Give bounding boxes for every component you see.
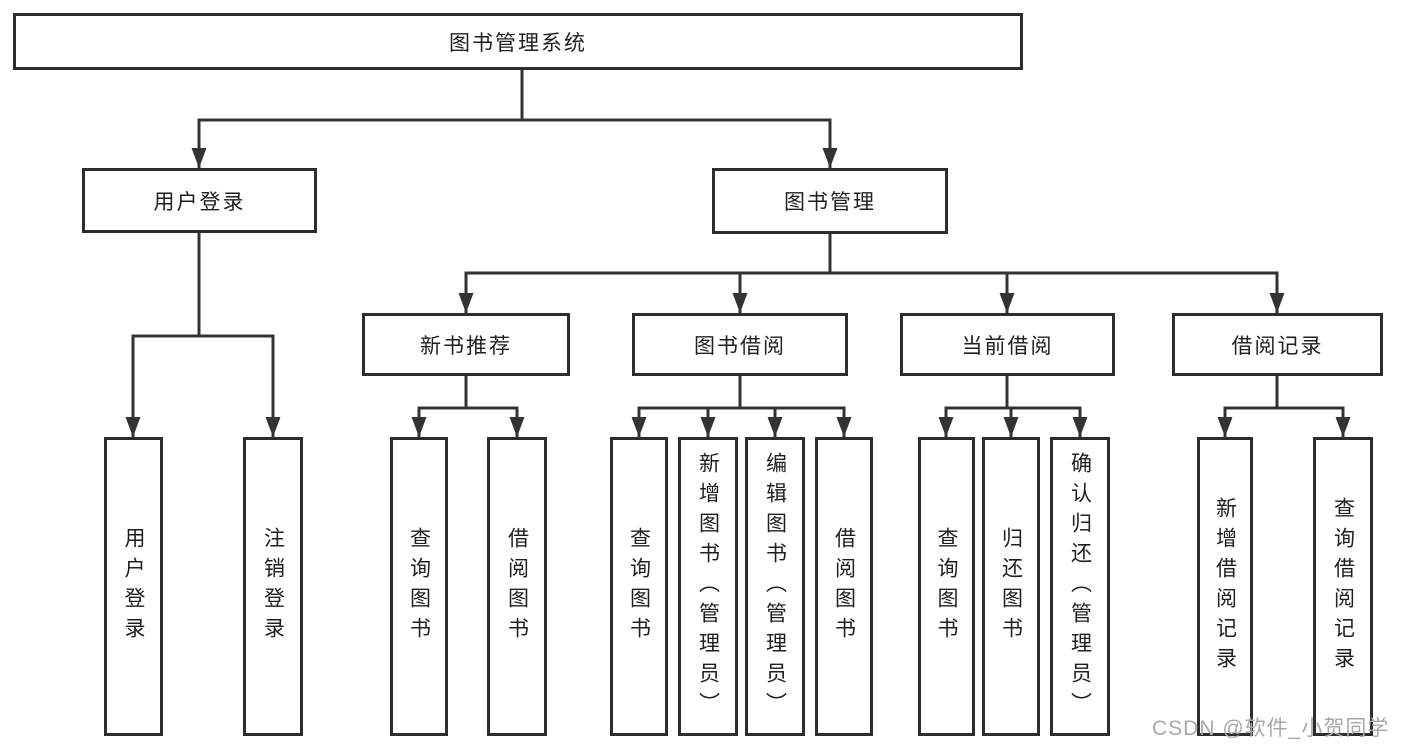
node-root: 图书管理系统 bbox=[13, 13, 1023, 70]
csdn-watermark: CSDN @软件_小贺同学 bbox=[1152, 717, 1390, 740]
leaf-user-login: 用户登录 bbox=[104, 437, 163, 736]
leaf-add-borrow-record: 新增借阅记录 bbox=[1197, 437, 1253, 736]
leaf-query-books-borrowing: 查询图书 bbox=[610, 437, 668, 736]
node-user-login: 用户登录 bbox=[82, 168, 317, 233]
leaf-logout: 注销登录 bbox=[243, 437, 303, 736]
leaf-confirm-return-admin: 确认归还（管理员） bbox=[1050, 437, 1110, 736]
node-borrowing-records: 借阅记录 bbox=[1172, 313, 1383, 376]
leaf-borrow-books-recommend: 借阅图书 bbox=[487, 437, 547, 736]
leaf-borrow-books-borrowing: 借阅图书 bbox=[815, 437, 873, 736]
leaf-return-books: 归还图书 bbox=[982, 437, 1040, 736]
leaf-query-borrow-record: 查询借阅记录 bbox=[1313, 437, 1373, 736]
leaf-edit-books-admin: 编辑图书（管理员） bbox=[745, 437, 805, 736]
leaf-add-books-admin: 新增图书（管理员） bbox=[678, 437, 738, 736]
node-book-management: 图书管理 bbox=[712, 168, 948, 234]
leaf-query-books-recommend: 查询图书 bbox=[390, 437, 448, 736]
node-new-book-recommendation: 新书推荐 bbox=[362, 313, 570, 376]
leaf-query-books-current: 查询图书 bbox=[918, 437, 975, 736]
node-current-borrowing: 当前借阅 bbox=[900, 313, 1115, 376]
node-book-borrowing: 图书借阅 bbox=[632, 313, 848, 376]
